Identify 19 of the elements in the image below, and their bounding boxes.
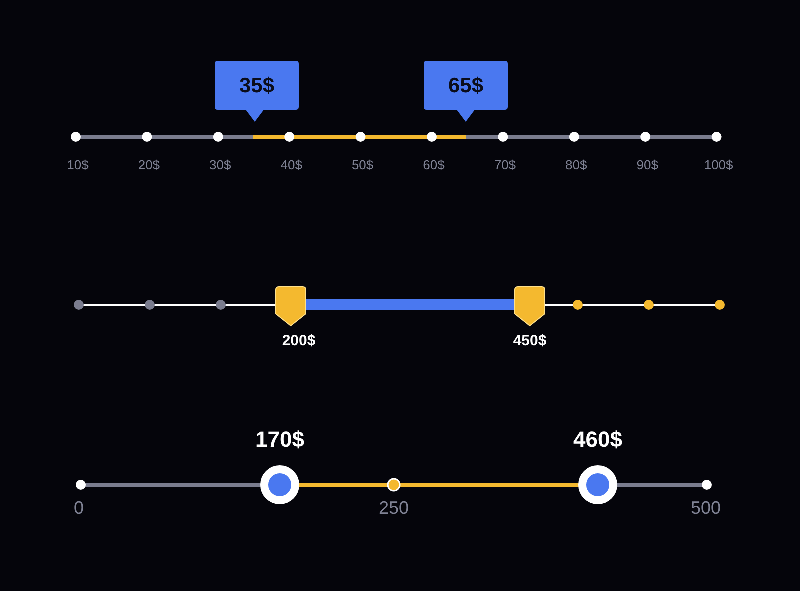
tick-label: 80$ — [566, 158, 588, 172]
tooltip-value: 35$ — [239, 76, 275, 96]
tick-label: 30$ — [210, 158, 232, 172]
value-label: 450$ — [513, 334, 547, 348]
scale-label: 0 — [74, 499, 84, 517]
tick-label: 90$ — [636, 158, 658, 172]
tick-label: 40$ — [280, 158, 302, 172]
tick-label: 50$ — [352, 158, 374, 172]
tick-label: 20$ — [138, 158, 160, 172]
value-label: 170$ — [256, 429, 304, 451]
tick-label: 10$ — [67, 158, 89, 172]
value-label: 460$ — [574, 429, 622, 451]
tick-label: 70$ — [494, 158, 516, 172]
scale-label: 500 — [690, 499, 722, 517]
scale-label: 250 — [378, 499, 410, 517]
tooltip-value: 65$ — [448, 76, 484, 96]
tick-label: 60$ — [423, 158, 445, 172]
value-label: 200$ — [282, 334, 316, 348]
tick-label: 100$ — [704, 158, 734, 172]
